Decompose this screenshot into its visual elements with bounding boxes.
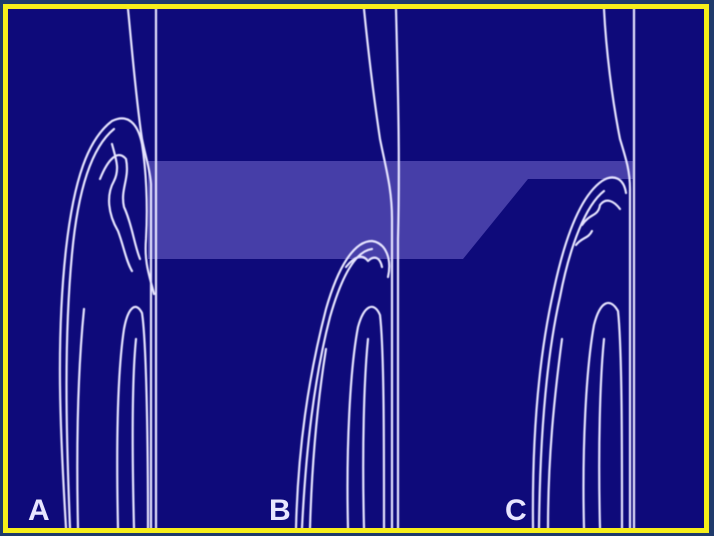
highlight-band: [148, 161, 633, 259]
panel-label-b: B: [269, 496, 291, 526]
panel-label-a: A: [28, 496, 50, 526]
tooth-b: [296, 9, 399, 528]
tooth-c: [533, 9, 634, 528]
tooth-a: [60, 9, 156, 528]
dental-diagram: [8, 9, 704, 528]
diagram-frame: A B C: [3, 4, 709, 533]
panel-label-c: C: [505, 496, 527, 526]
